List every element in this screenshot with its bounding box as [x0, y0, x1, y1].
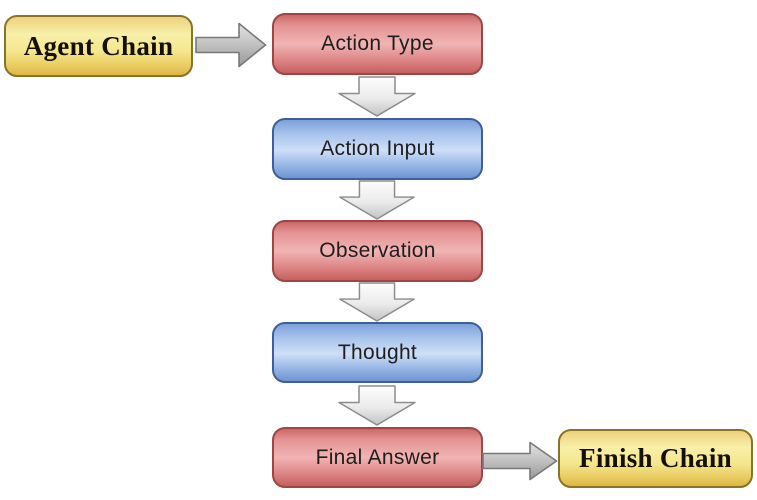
arrow-down-icon — [338, 385, 416, 426]
node-final-answer-label: Final Answer — [315, 445, 440, 469]
arrow-down-icon — [339, 282, 415, 322]
arrow-right-icon — [482, 441, 558, 481]
node-action-type-label: Action Type — [321, 32, 434, 55]
node-finish-chain-label: Finish Chain — [579, 443, 732, 473]
node-action-type: Action Type — [272, 13, 483, 75]
node-finish-chain: Finish Chain — [558, 429, 753, 488]
node-thought-label: Thought — [337, 340, 418, 364]
node-action-input: Action Input — [272, 118, 483, 180]
node-final-answer: Final Answer — [272, 427, 483, 488]
arrow-right-icon — [195, 22, 267, 68]
node-observation: Observation — [272, 220, 483, 282]
arrow-down-icon — [338, 76, 416, 117]
node-thought: Thought — [272, 322, 483, 383]
node-agent-chain-label: Agent Chain — [23, 30, 174, 61]
node-observation-label: Observation — [319, 239, 436, 262]
node-agent-chain: Agent Chain — [4, 15, 193, 77]
arrow-down-icon — [339, 180, 415, 220]
node-action-input-label: Action Input — [320, 137, 435, 160]
